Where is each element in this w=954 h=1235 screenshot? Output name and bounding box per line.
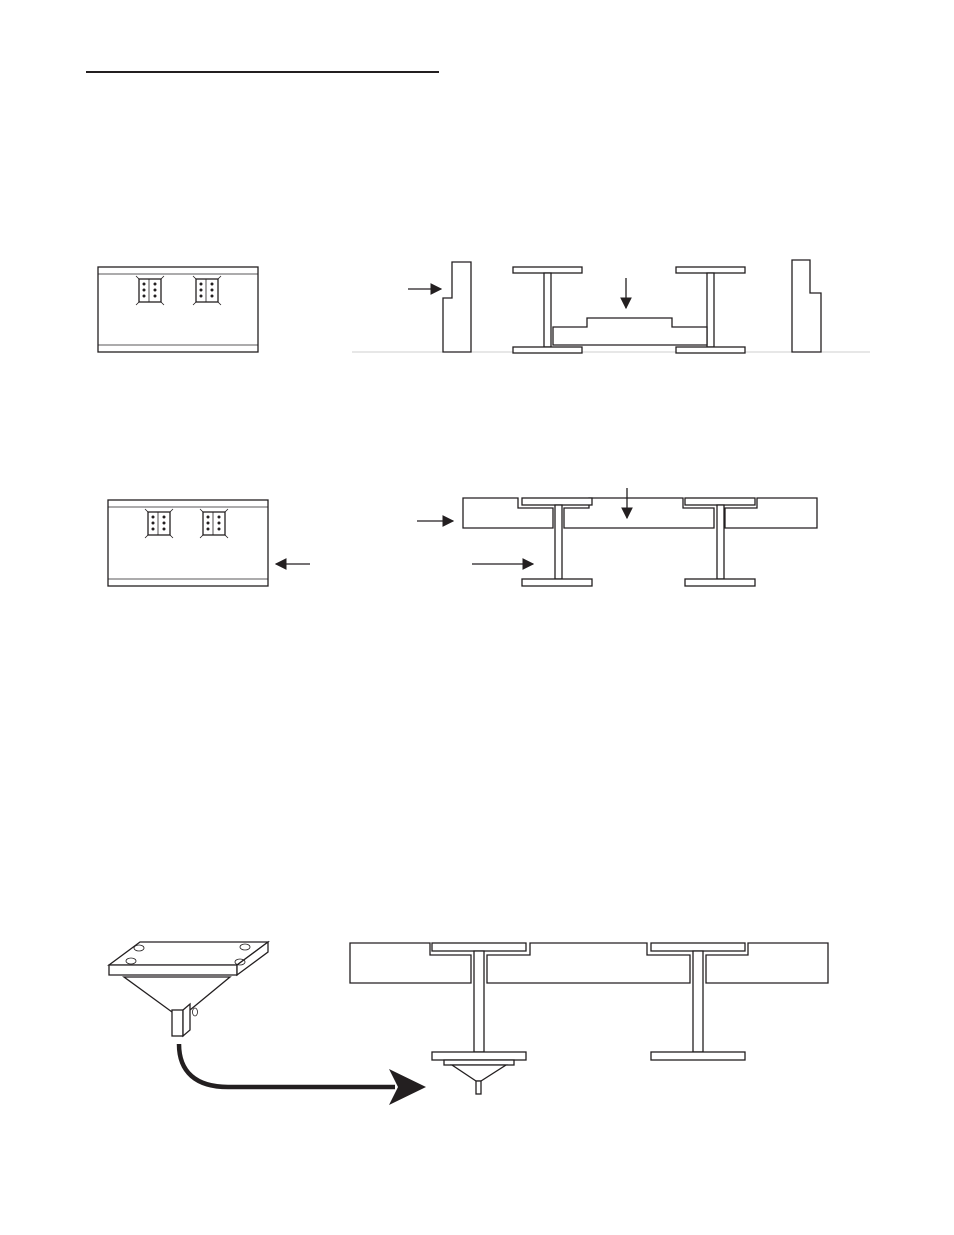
fig1-beam-side-view — [98, 267, 258, 352]
fig3-cross-section — [350, 943, 828, 1094]
fig1-end-block-right — [792, 260, 821, 352]
figure-3 — [109, 942, 828, 1105]
fig3-bracket-plate-front — [109, 965, 237, 975]
fig3-mounting-bracket — [109, 942, 268, 1036]
fig3-installed-bracket — [444, 1060, 514, 1094]
fig2-cross-section — [417, 488, 817, 586]
fig2-bracket-left — [145, 509, 173, 538]
fig1-cross-section — [352, 260, 870, 353]
figure-1 — [98, 260, 870, 353]
fig1-center-panel — [553, 318, 707, 345]
fig3-bracket-funnel — [124, 977, 230, 1012]
fig3-bracket-post — [172, 1010, 183, 1036]
fig3-curved-arrow — [179, 1044, 426, 1105]
fig1-bracket-right — [193, 276, 221, 305]
fig1-end-block-left — [443, 262, 471, 352]
fig1-bracket-left — [136, 276, 164, 305]
figure-2 — [108, 488, 817, 586]
fig2-bracket-right — [200, 509, 228, 538]
fig2-beam-side-view — [108, 500, 310, 586]
fig3-post-hole — [193, 1008, 198, 1016]
